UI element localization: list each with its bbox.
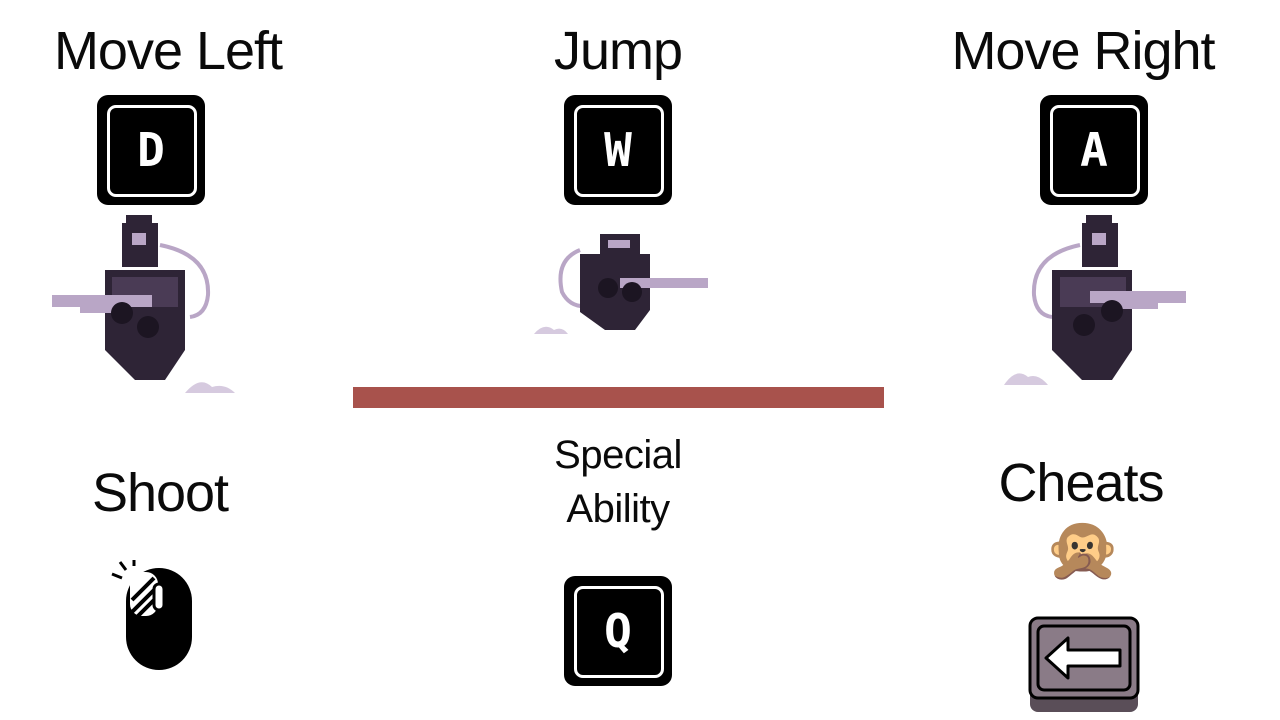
key-a: A — [1040, 95, 1148, 205]
special-label-line1: Special — [554, 433, 682, 477]
key-q-letter: Q — [604, 604, 632, 658]
mouse-left-click-icon — [111, 560, 192, 670]
divider-bar — [353, 387, 884, 408]
jump-label: Jump — [553, 21, 683, 81]
key-d: D — [97, 95, 205, 205]
key-a-letter: A — [1080, 123, 1108, 177]
backspace-key-icon — [1028, 616, 1140, 712]
character-move-left-sprite — [52, 215, 235, 393]
move-left-label: Move Left — [53, 21, 283, 81]
special-label-line2: Ability — [566, 487, 670, 531]
special-ability-label: Special Ability — [518, 428, 718, 536]
shoot-label: Shoot — [91, 463, 229, 523]
move-right-label: Move Right — [951, 21, 1215, 81]
key-d-letter: D — [137, 123, 165, 177]
cheats-label: Cheats — [998, 453, 1164, 513]
key-w: W — [564, 95, 672, 205]
key-q: Q — [564, 576, 672, 686]
speak-no-evil-monkey-icon: 🙊 — [1044, 512, 1122, 585]
key-w-letter: W — [604, 123, 632, 177]
character-jump-sprite — [534, 234, 708, 334]
character-move-right-sprite — [1004, 215, 1186, 385]
